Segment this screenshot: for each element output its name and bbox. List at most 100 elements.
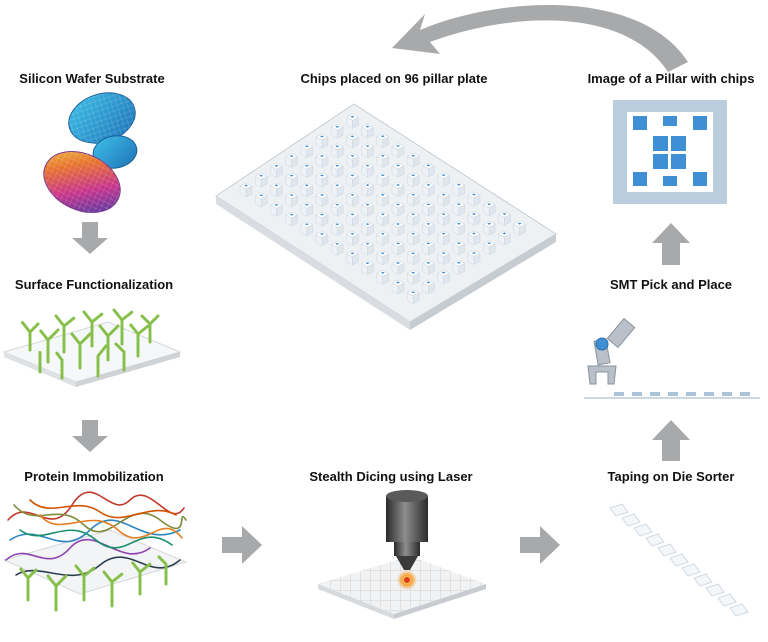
arrow-down-1 [72, 222, 108, 254]
pillar-chip [422, 280, 434, 294]
pillar-chip [483, 241, 495, 255]
pillar-chip [346, 192, 358, 206]
pillar-chip [392, 183, 404, 197]
arrow-down-2 [72, 420, 108, 452]
pillar-chip [392, 222, 404, 236]
pillar-chip [453, 182, 465, 196]
pillar-chip [438, 212, 450, 226]
pillar-chip [362, 124, 374, 138]
pillar-chip [422, 163, 434, 177]
pillar-chip [407, 173, 419, 187]
pillar-chip [392, 280, 404, 294]
pillar-chip [286, 193, 298, 207]
pillar-chip [407, 270, 419, 284]
pillar-chip [453, 221, 465, 235]
pillar-chip [362, 261, 374, 275]
smt-robot-illustration [584, 319, 760, 398]
pillar-chip [377, 173, 389, 187]
pillar-chip [331, 144, 343, 158]
pillar-chip [316, 193, 328, 207]
pillar-chip [316, 212, 328, 226]
pillar-chip [346, 153, 358, 167]
pillar-chip [331, 241, 343, 255]
pillar-chip [438, 173, 450, 187]
pillar-chip [362, 183, 374, 197]
pillar-chip [422, 221, 434, 235]
taping-illustration [610, 504, 748, 616]
pillar-chip [362, 241, 374, 255]
pillar-chip [377, 212, 389, 226]
pillar-chip [346, 212, 358, 226]
wafer-illustration [34, 85, 142, 225]
pillar-chip [468, 231, 480, 245]
arrow-right-1 [222, 526, 262, 564]
pillar-chip [407, 153, 419, 167]
pillar-chip [407, 251, 419, 265]
pillar-chip [301, 183, 313, 197]
pillar-chip [240, 183, 252, 197]
protein-immobilization-illustration [4, 492, 186, 610]
pillar-chip [422, 260, 434, 274]
pillar-chip [468, 251, 480, 265]
pillar-chip [377, 153, 389, 167]
pillar-chip [498, 231, 510, 245]
pillar-chip [286, 154, 298, 168]
pillar-chip [362, 144, 374, 158]
pillar-chip [362, 202, 374, 216]
pillar-chip [362, 222, 374, 236]
pillar-chip [392, 202, 404, 216]
pillar-chip [407, 290, 419, 304]
pillar-chip [407, 192, 419, 206]
pillar-chip [316, 173, 328, 187]
pillar-chip [316, 232, 328, 246]
arrow-curved-return [392, 5, 688, 72]
pillar-chip [438, 270, 450, 284]
pillar-chip [346, 251, 358, 265]
pillar-chip [331, 124, 343, 138]
surface-functionalization-illustration [4, 310, 180, 387]
pillar-chip [301, 163, 313, 177]
pillar-chip [392, 241, 404, 255]
pillar-chip [483, 202, 495, 216]
pillar-chip [377, 192, 389, 206]
pillar-chip [377, 270, 389, 284]
pillar-chip [438, 251, 450, 265]
pillar-chip [346, 231, 358, 245]
arrow-up-1 [652, 420, 690, 461]
pillar-chip [514, 221, 526, 235]
pillar-chip [362, 163, 374, 177]
pillar-chip [422, 202, 434, 216]
pillar-chip [346, 173, 358, 187]
pillar-chip [346, 134, 358, 148]
arrow-up-2 [652, 223, 690, 265]
pillar-chip [301, 144, 313, 158]
pillar-chip [453, 260, 465, 274]
pillar-chip [453, 241, 465, 255]
pillar-chip [270, 202, 282, 216]
pillar-chip [331, 202, 343, 216]
stealth-dicing-illustration [318, 490, 486, 619]
pillar-chip [255, 173, 267, 187]
pillar-chip [468, 192, 480, 206]
pillar-chip [483, 221, 495, 235]
pillar-chip [301, 202, 313, 216]
pillar-chip [392, 163, 404, 177]
pillar-plate-illustration [216, 104, 556, 330]
laser-lens-icon [386, 496, 428, 542]
pillar-chip [270, 183, 282, 197]
pillar-chip [377, 251, 389, 265]
pillar-chip [438, 231, 450, 245]
pillar-chip [346, 114, 358, 128]
pillar-chip [438, 192, 450, 206]
pillar-chip [286, 212, 298, 226]
pillar-chip [301, 222, 313, 236]
pillar-chip [255, 193, 267, 207]
pillar-chip [422, 241, 434, 255]
pillar-chip [407, 231, 419, 245]
pillar-chip [316, 154, 328, 168]
pillar-chip [331, 163, 343, 177]
pillar-chip [392, 144, 404, 158]
arrow-right-2 [520, 526, 560, 564]
pillar-chip [331, 183, 343, 197]
